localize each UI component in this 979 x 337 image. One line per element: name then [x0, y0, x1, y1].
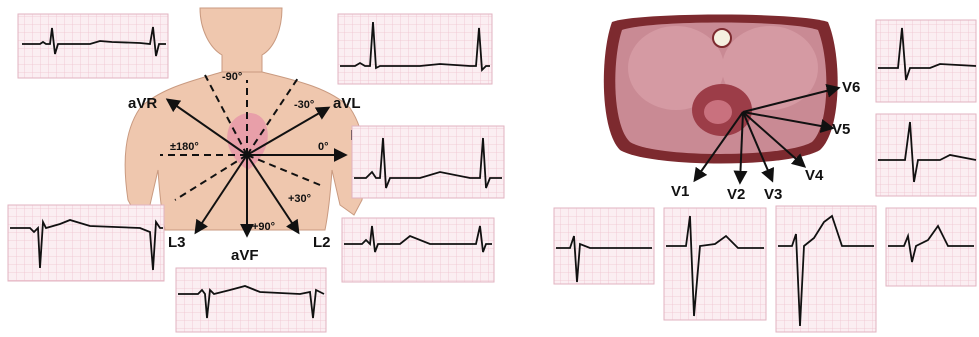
- ecg-strip-avr: [18, 14, 168, 78]
- lead-label-v5: V5: [832, 121, 850, 138]
- ecg-strip-avl: [338, 14, 492, 84]
- ecg-strip-v3: [776, 206, 876, 332]
- angle-plus-30: +30°: [288, 193, 311, 205]
- angle-minus-30: -30°: [294, 99, 314, 111]
- vertebra: [713, 29, 731, 47]
- lead-label-avl: aVL: [333, 95, 361, 112]
- ecg-strip-l3: [8, 205, 164, 281]
- ecg-strip-avf: [176, 268, 326, 332]
- ecg-strip-v5: [876, 114, 976, 196]
- lead-label-v4: V4: [805, 167, 824, 184]
- angle-plus-90: +90°: [252, 221, 275, 233]
- lead-label-avf: aVF: [231, 247, 259, 264]
- angle-plus-minus-180: ±180°: [170, 141, 199, 153]
- lead-label-l2: L2: [313, 234, 331, 251]
- lead-label-v1: V1: [671, 183, 689, 200]
- lead-label-avr: aVR: [128, 95, 157, 112]
- ecg-strip-v2: [664, 208, 766, 320]
- angle-zero: 0°: [318, 141, 329, 153]
- angle-minus-90: -90°: [222, 71, 242, 83]
- lead-label-v6: V6: [842, 79, 860, 96]
- lead-label-l3: L3: [168, 234, 186, 251]
- ecg-strip-l2: [342, 218, 494, 282]
- ecg-strip-l1: [352, 126, 504, 198]
- ecg-strip-v1: [554, 208, 654, 284]
- ecg-strip-v4: [886, 208, 976, 286]
- chest-cross-section: [604, 15, 838, 164]
- lead-label-v2: V2: [727, 186, 745, 203]
- lead-label-v3: V3: [764, 186, 782, 203]
- ecg-strip-v6: [876, 20, 976, 102]
